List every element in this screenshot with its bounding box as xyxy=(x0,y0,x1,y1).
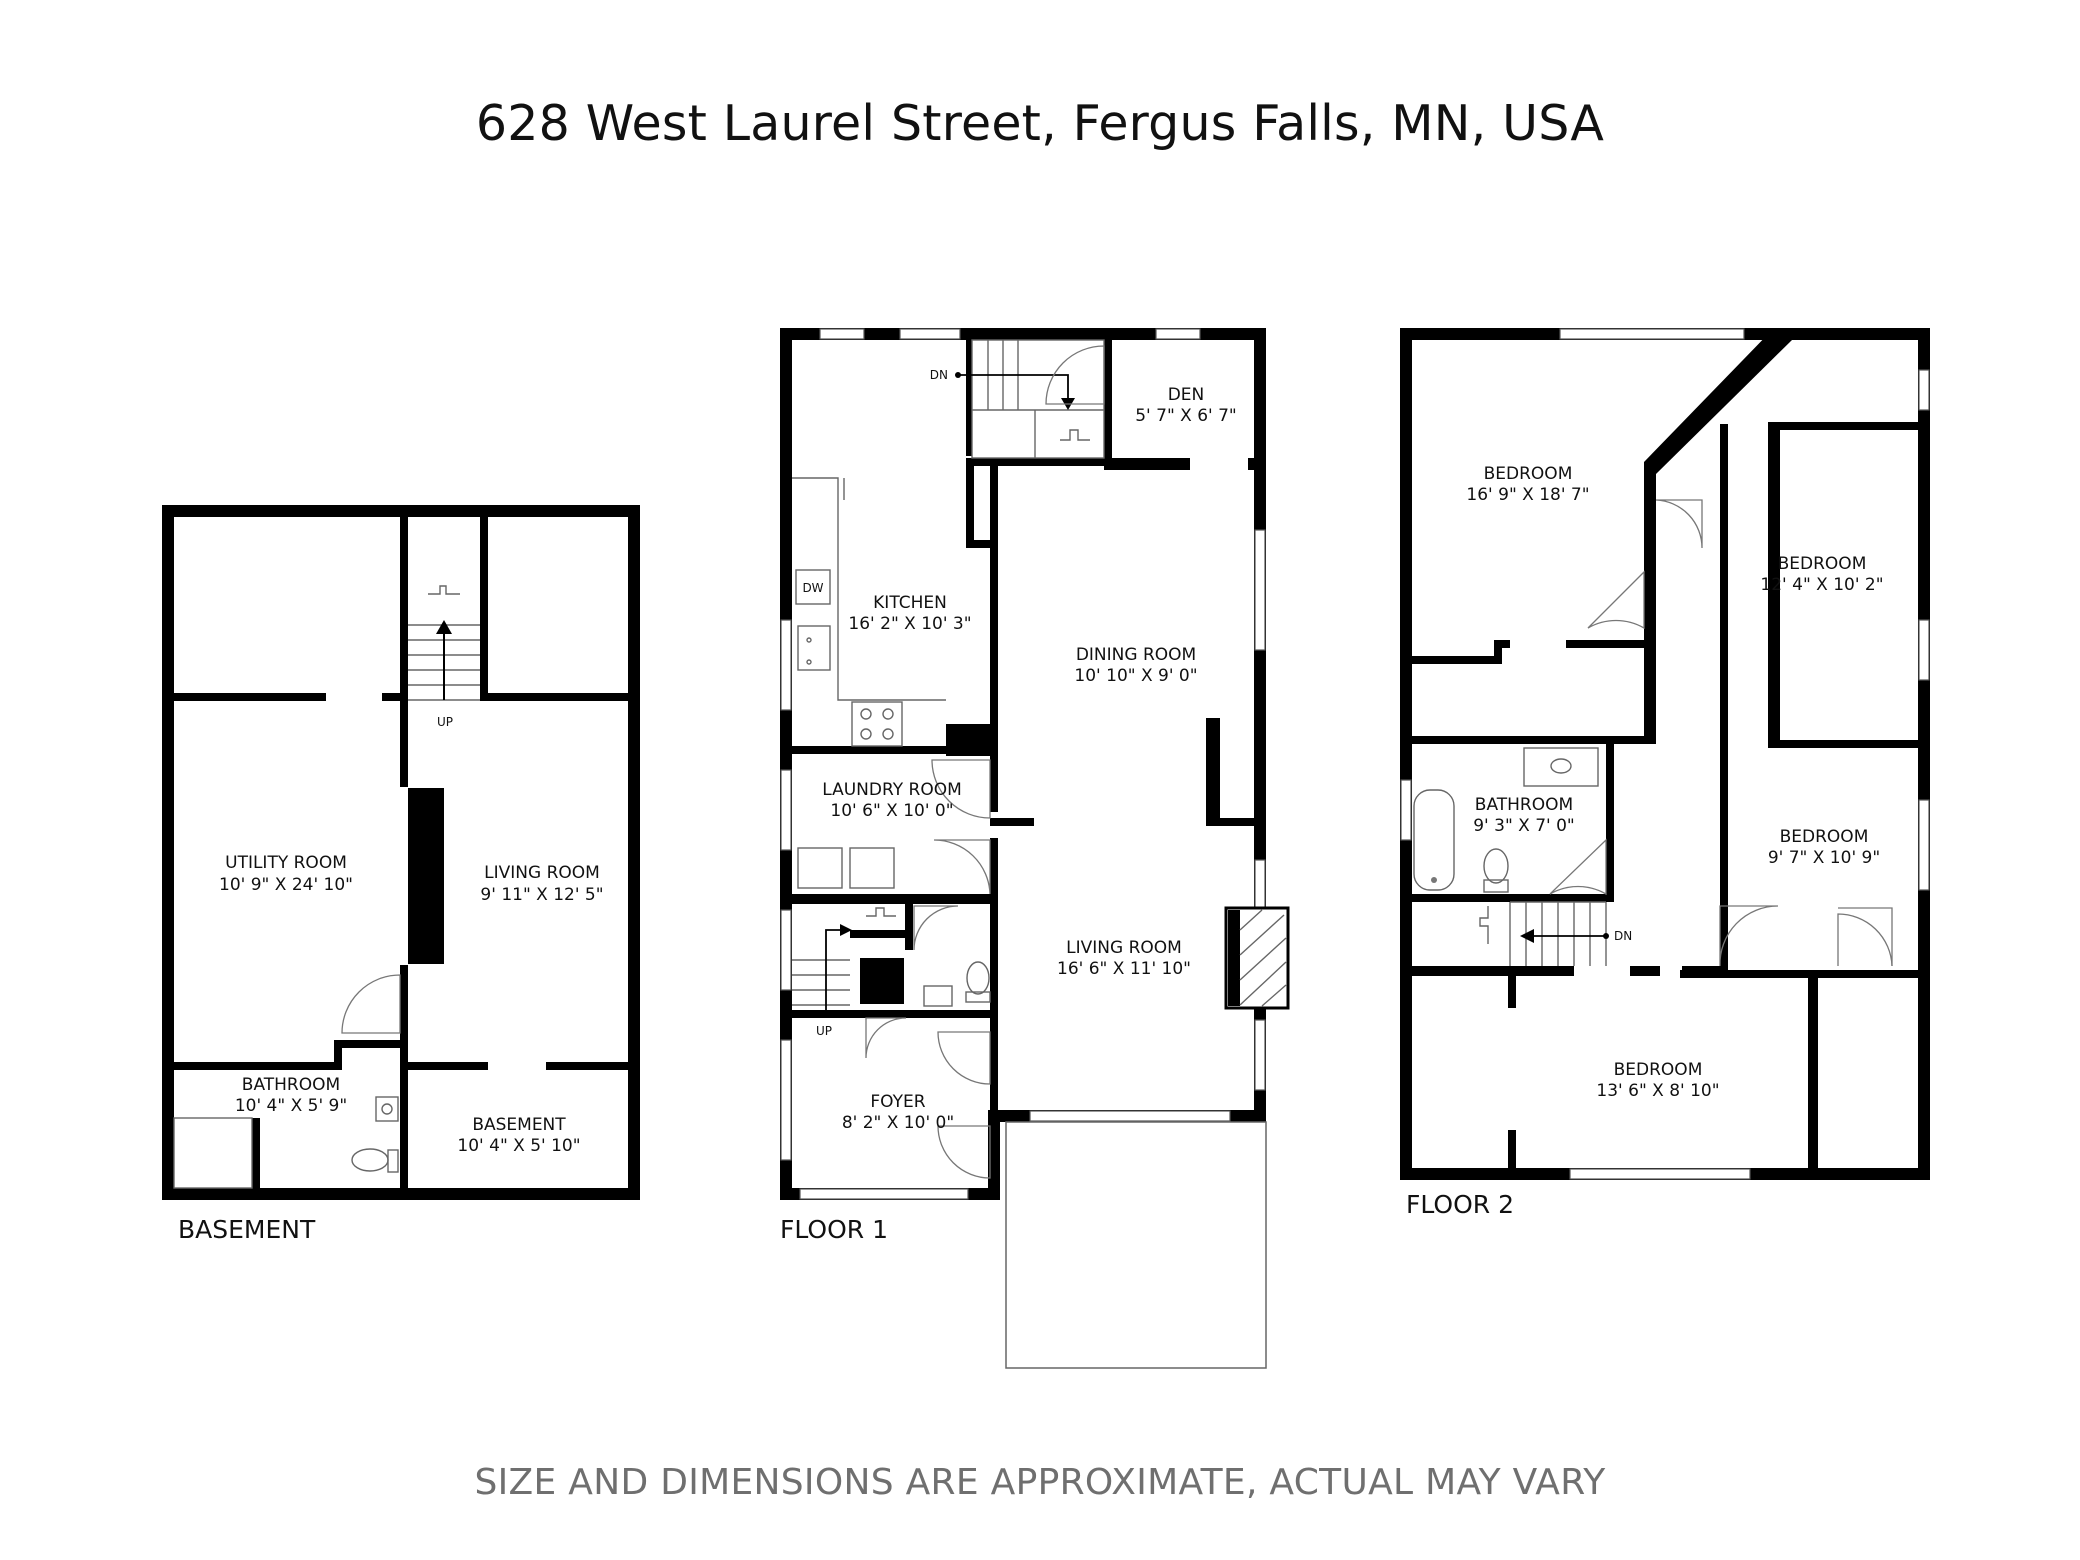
room-label: BASEMENT xyxy=(472,1115,566,1135)
closet-door[interactable] xyxy=(1837,913,1893,967)
floor2-toilet-icon xyxy=(1483,848,1509,884)
room-label: LIVING ROOM xyxy=(484,863,600,883)
room-size: 16' 9" X 18' 7" xyxy=(1466,485,1589,505)
floor1-dn-label: DN xyxy=(930,368,948,382)
bathroom-door[interactable] xyxy=(1549,838,1607,896)
laundry-door[interactable] xyxy=(931,759,991,819)
page-title: 628 West Laurel Street, Fergus Falls, MN… xyxy=(475,95,1605,152)
room-size: 9' 3" X 7' 0" xyxy=(1473,816,1575,836)
basement-plan: UP UTILITY ROOM 10' 9" X 24' 10" LIVING … xyxy=(162,505,640,1244)
disclaimer-note: SIZE AND DIMENSIONS ARE APPROXIMATE, ACT… xyxy=(474,1462,1606,1503)
bathtub-icon xyxy=(1413,789,1455,891)
room-label: BATHROOM xyxy=(242,1075,340,1095)
room-size: 12' 4" X 10' 2" xyxy=(1760,575,1883,595)
room-label: BEDROOM xyxy=(1780,827,1869,847)
room-label: BATHROOM xyxy=(1475,795,1573,815)
room-size: 9' 7" X 10' 9" xyxy=(1768,848,1880,868)
floor-label-floor1: FLOOR 1 xyxy=(780,1215,888,1244)
porch xyxy=(1005,1121,1267,1369)
basement-stair-label: UP xyxy=(437,715,453,729)
room-label: LIVING ROOM xyxy=(1066,938,1182,958)
kitchen-sink-icon xyxy=(797,625,831,671)
floor2-stairs: DN xyxy=(1479,901,1632,966)
floor-label-floor2: FLOOR 2 xyxy=(1406,1190,1514,1219)
room-size: 10' 6" X 10' 0" xyxy=(830,801,953,821)
bedroom1-hall-door[interactable] xyxy=(1655,499,1703,549)
floor1-toilet-icon xyxy=(966,961,990,995)
room-label: LAUNDRY ROOM xyxy=(822,780,962,800)
dishwasher-icon xyxy=(795,569,831,605)
floor2-plan: DN BEDROOM 16' 9" X 18' 7" BEDROOM 12' 4… xyxy=(1400,328,1930,1219)
washer-icon xyxy=(797,847,843,889)
room-size: 8' 2" X 10' 0" xyxy=(842,1113,954,1133)
room-size: 13' 6" X 8' 10" xyxy=(1596,1081,1719,1101)
floor1-stair-door[interactable] xyxy=(1045,345,1105,405)
basement-toilet-icon xyxy=(351,1148,389,1172)
basement-sink-icon xyxy=(375,1096,399,1122)
stove-icon xyxy=(851,701,903,747)
floor1-stairs-up: UP xyxy=(792,907,896,1038)
floor1-stairs-down: DN xyxy=(930,339,1105,459)
basement-stairs: UP xyxy=(408,585,480,729)
room-size: 10' 4" X 5' 10" xyxy=(457,1136,580,1156)
floor-label-basement: BASEMENT xyxy=(178,1215,316,1244)
room-label: DINING ROOM xyxy=(1076,645,1196,665)
room-label: BEDROOM xyxy=(1614,1060,1703,1080)
room-label: KITCHEN xyxy=(873,593,947,613)
room-label: DEN xyxy=(1168,385,1205,405)
floor2-sink-icon xyxy=(1523,747,1599,787)
dryer-icon xyxy=(849,847,895,889)
room-size: 9' 11" X 12' 5" xyxy=(480,885,603,905)
floor1-up-label: UP xyxy=(816,1024,832,1038)
room-size: 16' 2" X 10' 3" xyxy=(848,614,971,634)
floor1-sink-icon xyxy=(923,985,953,1007)
room-size: 10' 4" X 5' 9" xyxy=(235,1096,347,1116)
basement-utility-door[interactable] xyxy=(341,974,401,1034)
floor2-dn-label: DN xyxy=(1614,929,1632,943)
svg-text:DW: DW xyxy=(802,581,823,595)
room-size: 10' 9" X 24' 10" xyxy=(219,875,353,895)
room-label: BEDROOM xyxy=(1778,554,1867,574)
room-size: 10' 10" X 9' 0" xyxy=(1074,666,1197,686)
room-label: UTILITY ROOM xyxy=(225,853,347,873)
room-label: FOYER xyxy=(870,1092,925,1112)
room-label: BEDROOM xyxy=(1484,464,1573,484)
floor1-plan: DW DN xyxy=(780,328,1290,1369)
room-size: 16' 6" X 11' 10" xyxy=(1057,959,1191,979)
room-size: 5' 7" X 6' 7" xyxy=(1135,406,1237,426)
front-door[interactable] xyxy=(937,1125,991,1179)
bedroom3-door[interactable] xyxy=(1719,905,1779,967)
